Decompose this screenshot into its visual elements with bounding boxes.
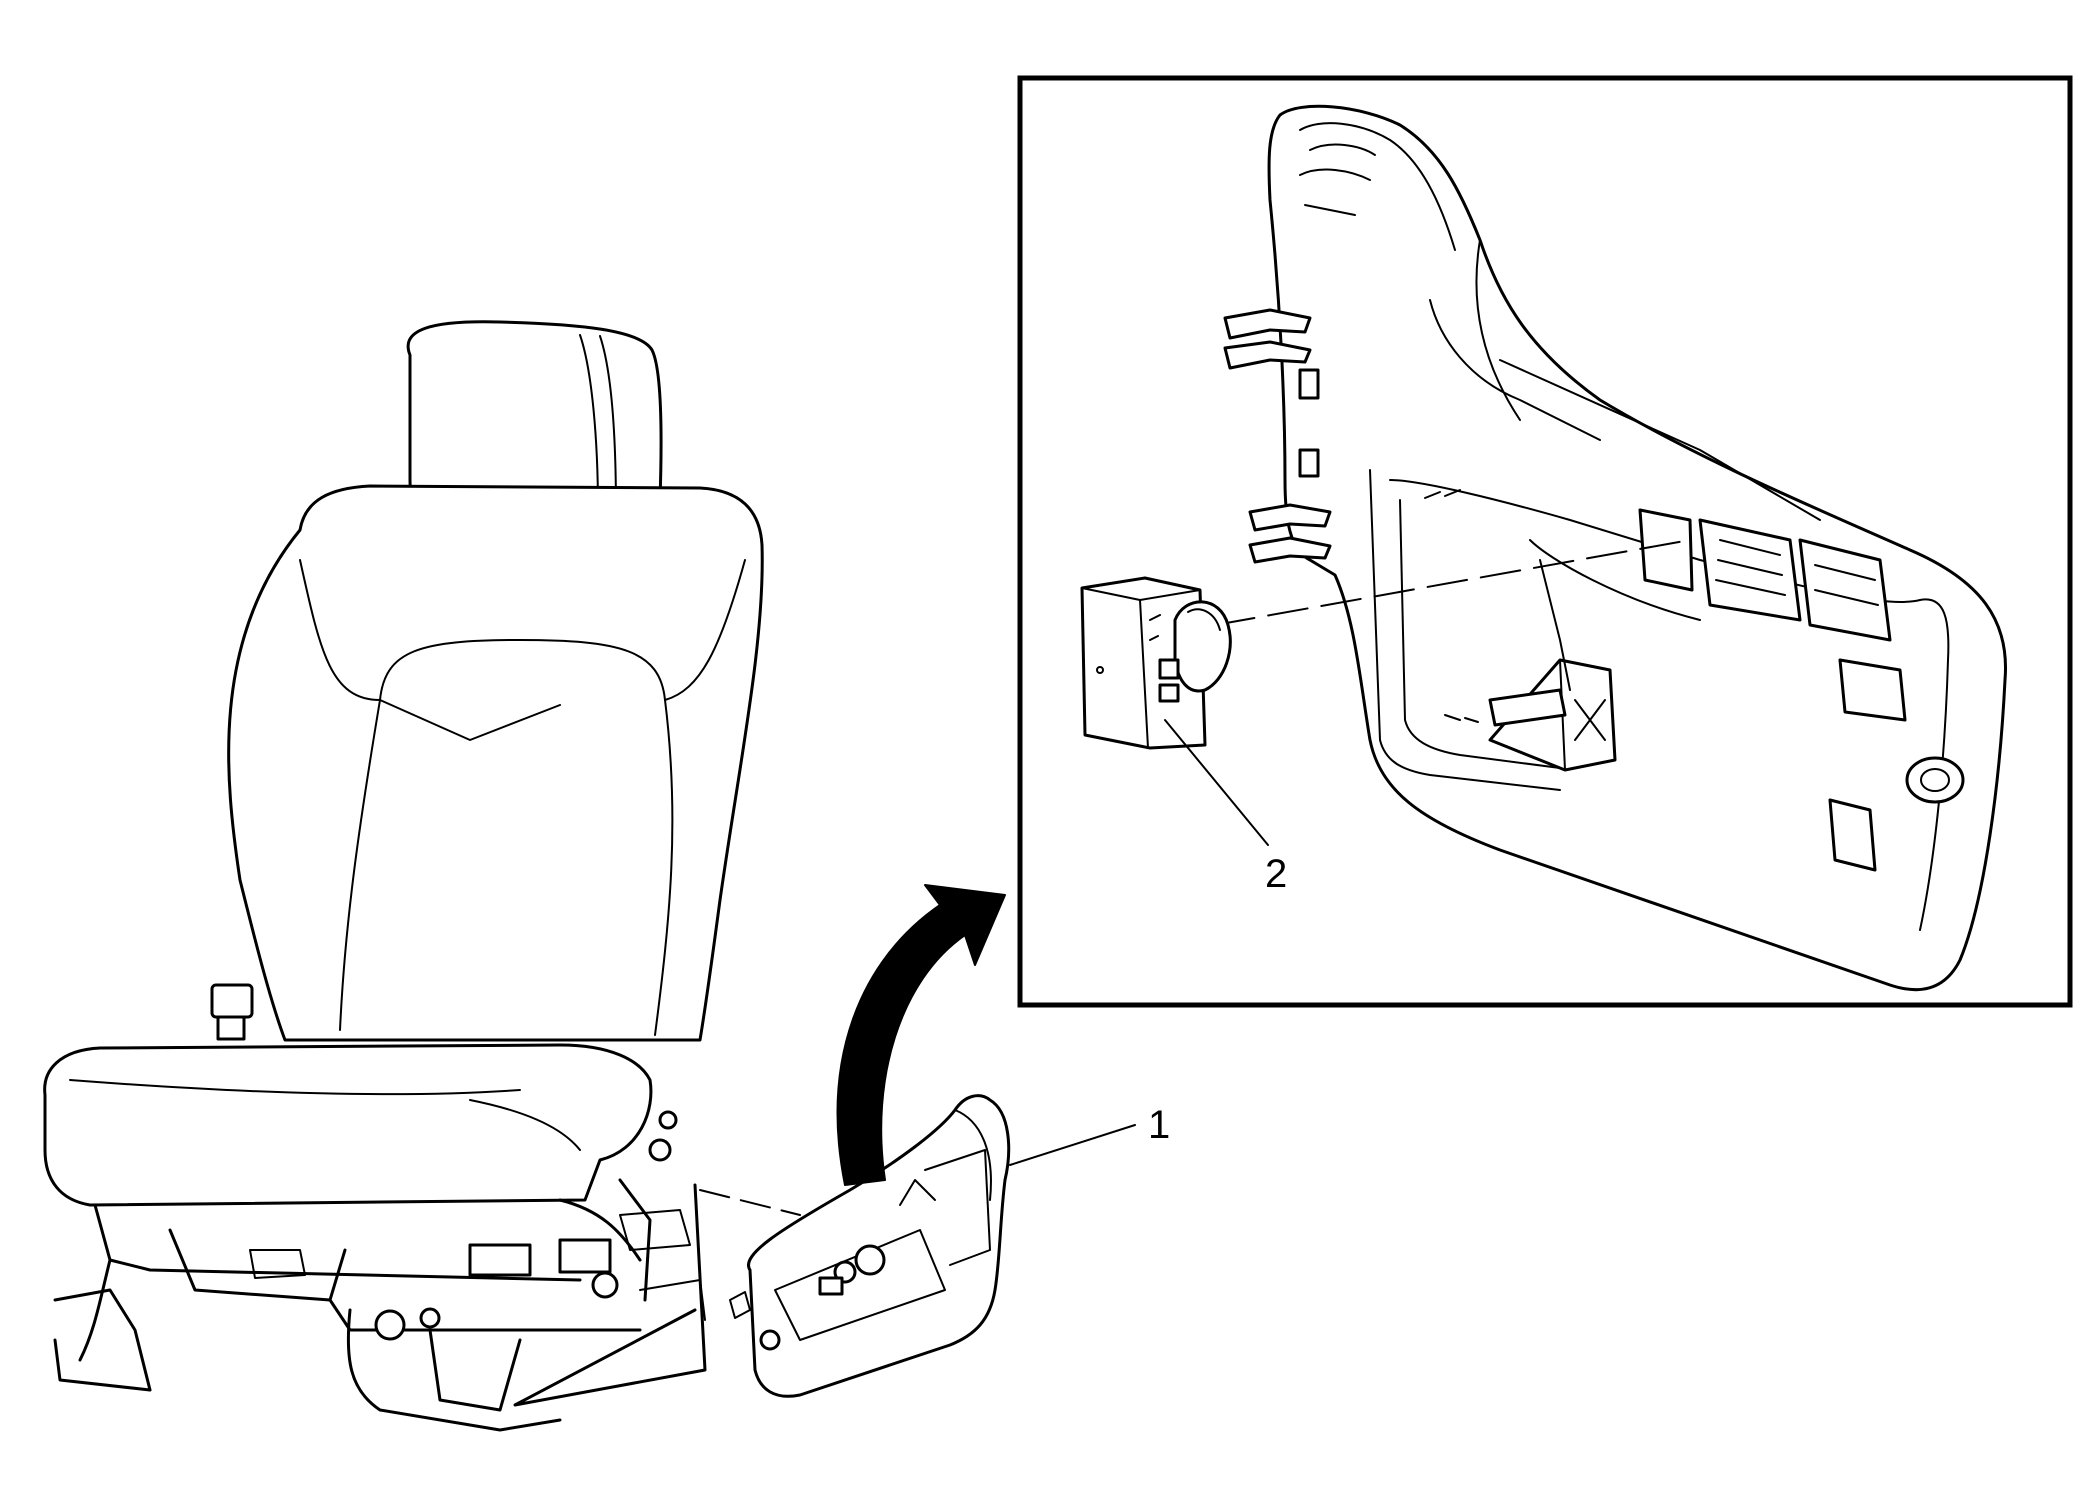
callout-2-leader — [1164, 719, 1269, 846]
zoom-arrow — [836, 884, 1006, 1186]
switch-alignment-line — [1214, 539, 1691, 626]
seat-side-trim-panel — [729, 1094, 1011, 1398]
callout-1-leader — [1009, 1124, 1136, 1166]
seat-assembly — [43, 320, 801, 1432]
seat-adjuster-switch — [1080, 576, 1232, 750]
detail-trim-panel — [1223, 104, 2008, 992]
seat-back — [227, 484, 764, 1042]
callout-1-label: 1 — [1148, 1103, 1170, 1147]
detail-view-frame — [1017, 75, 2073, 1008]
belt-buckle — [210, 983, 254, 1041]
callout-2-label: 2 — [1265, 852, 1287, 896]
seat-cushion — [43, 1043, 653, 1207]
trim-mount-outline — [513, 1183, 707, 1407]
seat-frame — [53, 1110, 706, 1432]
